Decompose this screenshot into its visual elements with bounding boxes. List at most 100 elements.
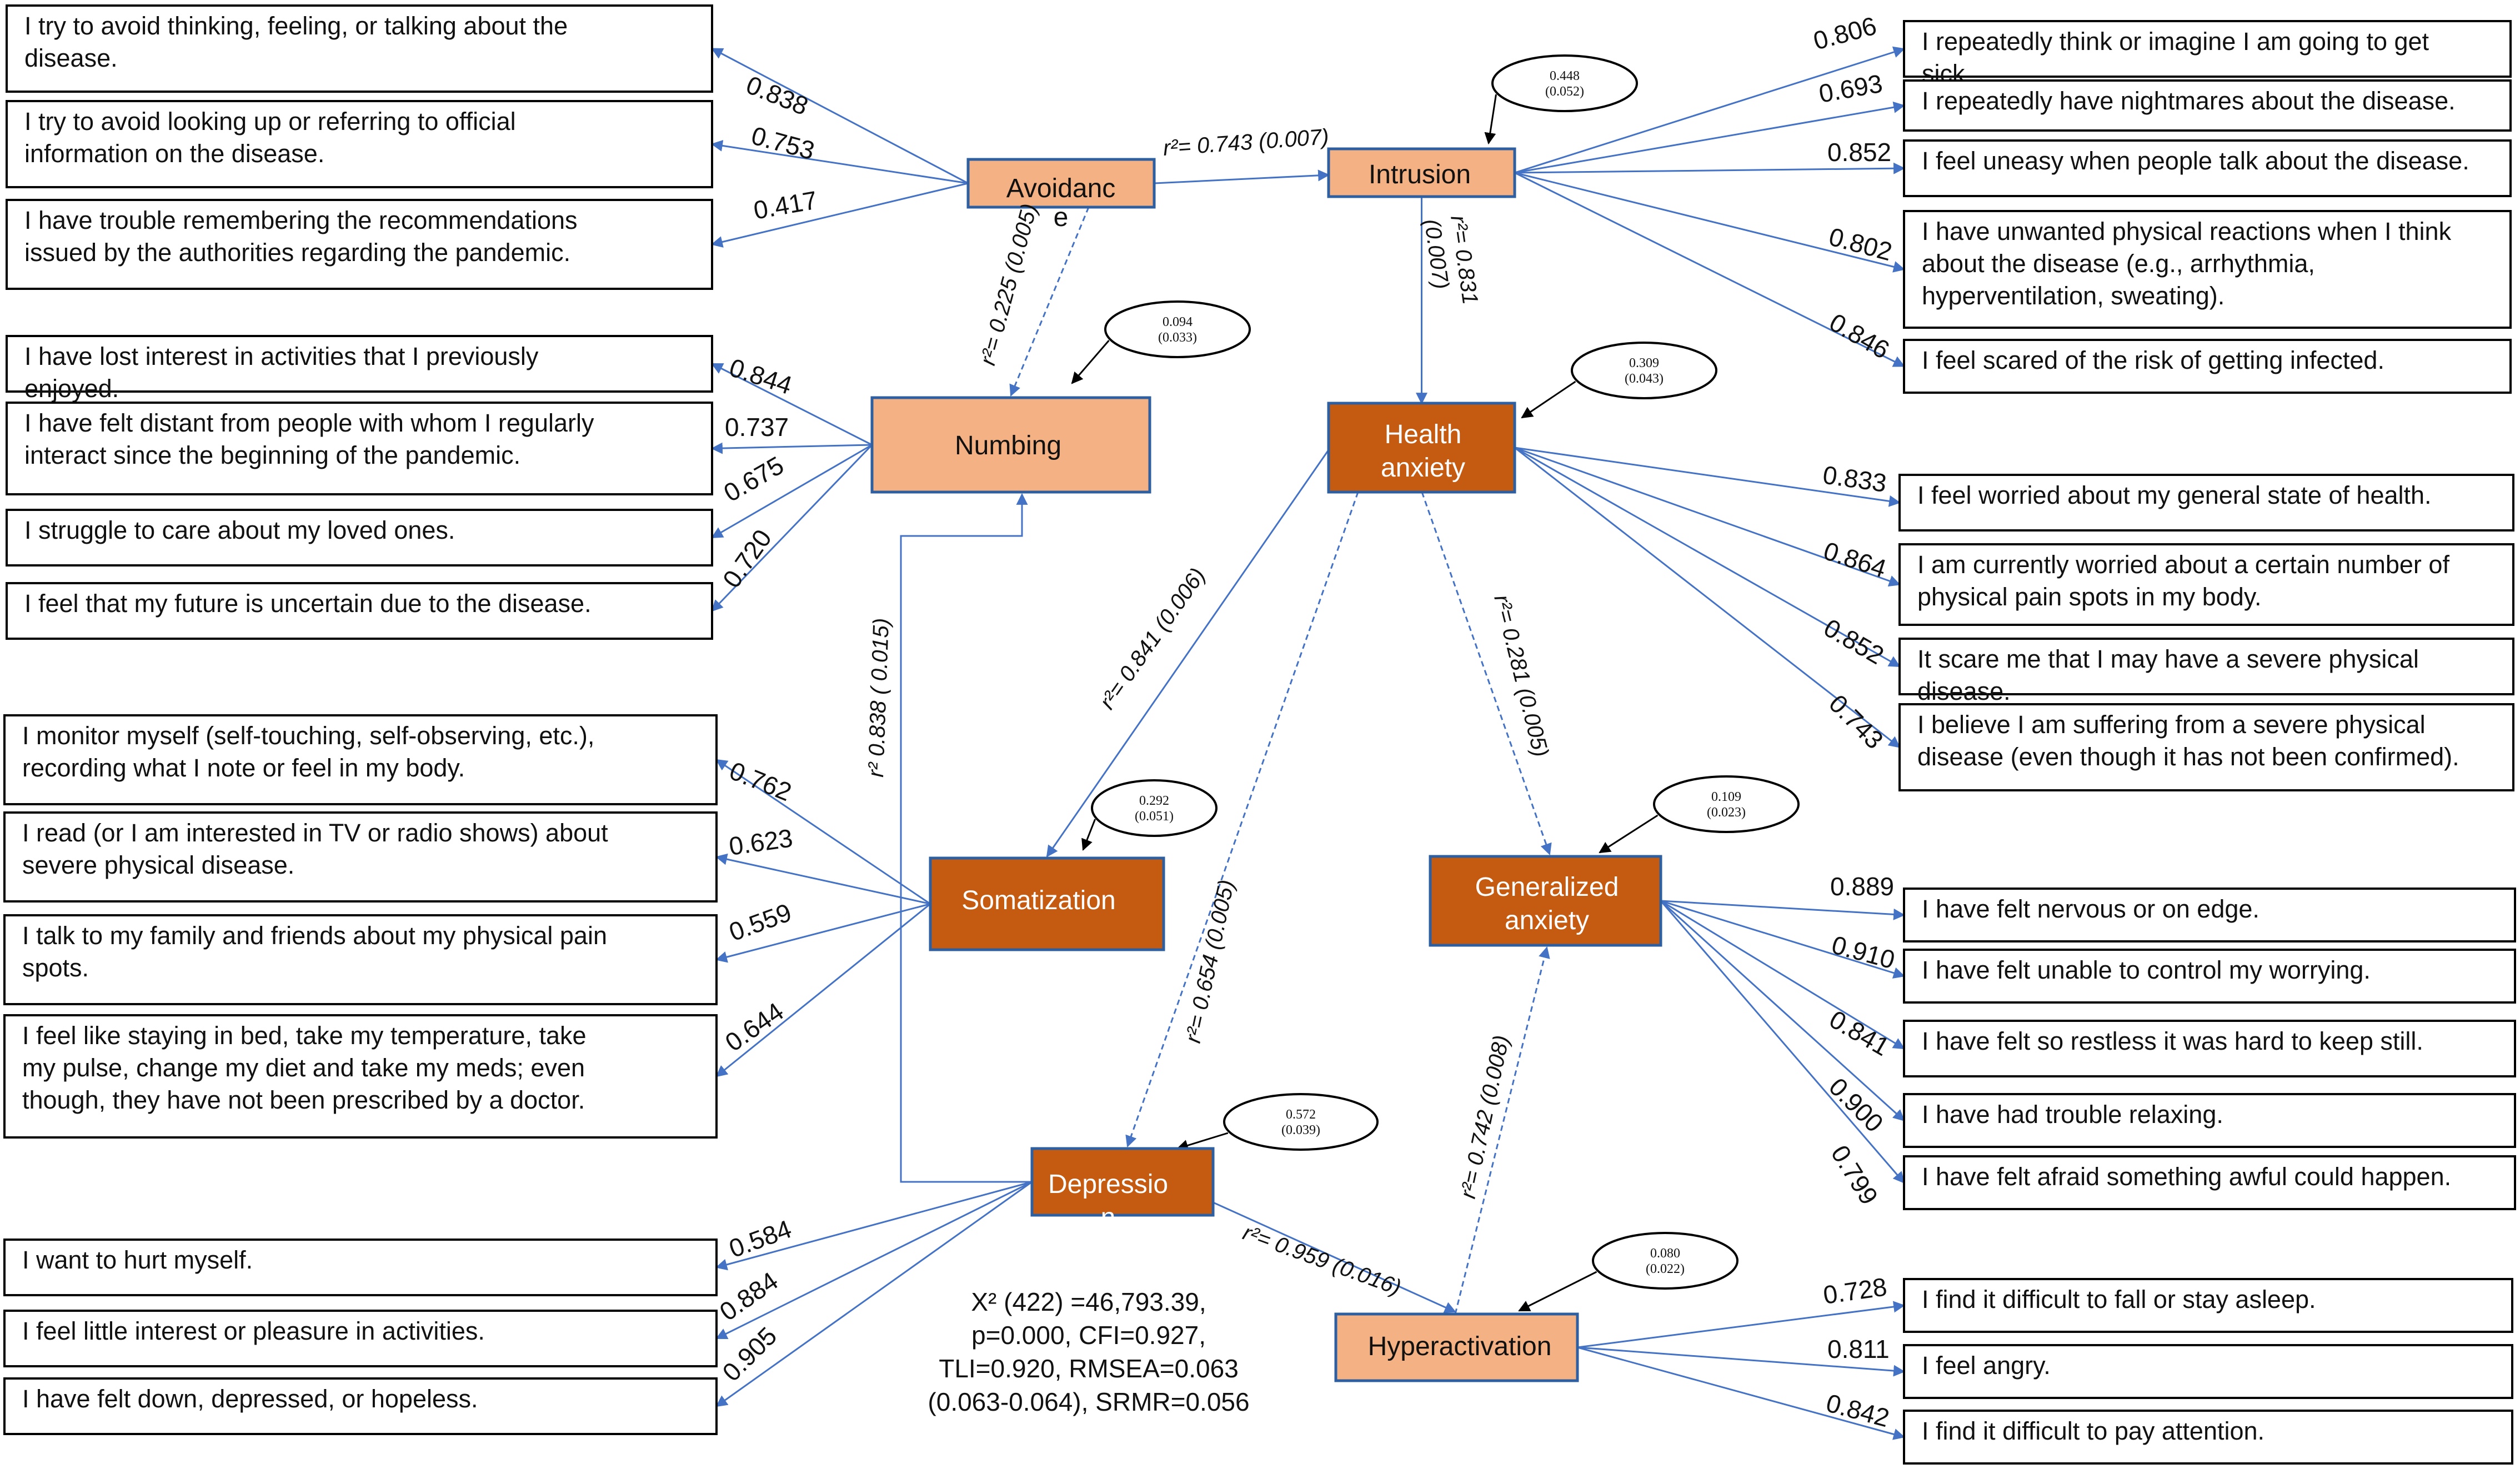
intrusion-item-5-text: I feel scared of the risk of getting inf… bbox=[1922, 346, 2384, 374]
intrusion-item-4-box bbox=[1903, 210, 2512, 329]
intrusion-item-1-arrow bbox=[1514, 46, 1906, 174]
intrusion-item-2-box bbox=[1903, 79, 2512, 132]
somatization-item-3-text: I talk to my family and friends about my… bbox=[22, 921, 607, 982]
avoidance-item-3-loading: 0.417 bbox=[752, 185, 819, 225]
generalized_anxiety-item-5-loading: 0.799 bbox=[1826, 1140, 1884, 1210]
path-label-intrusion-health: r²= 0.831(0.007) bbox=[1420, 214, 1483, 309]
depression-item-1-arrow bbox=[715, 1181, 1033, 1271]
depression-item-1-box bbox=[3, 1239, 718, 1296]
intrusion-item-4-text: I have unwanted physical reactions when … bbox=[1922, 217, 2452, 310]
somatization-item-3-arrow bbox=[715, 903, 931, 963]
intrusion-error-arrow bbox=[1484, 94, 1497, 145]
generalized_anxiety-error-arrow bbox=[1599, 814, 1659, 854]
intrusion-factor-label: Intrusion bbox=[1369, 160, 1471, 189]
intrusion-item-5-arrow bbox=[1514, 172, 1905, 367]
hyperactivation-item-1-box bbox=[1903, 1278, 2513, 1333]
numbing-error-text: 0.094(0.033) bbox=[1158, 315, 1197, 345]
somatization-item-2-text: I read (or I am interested in TV or radi… bbox=[22, 819, 608, 879]
depression-item-3-loading: 0.905 bbox=[717, 1321, 782, 1387]
avoidance-item-1-box bbox=[6, 4, 713, 93]
path-label-health-generalized: r²= 0.281 (0.005) bbox=[1489, 593, 1553, 760]
somatization-item-3-loading: 0.559 bbox=[725, 898, 795, 946]
generalized_anxiety-item-4-arrow bbox=[1660, 900, 1905, 1121]
health_anxiety-item-3-arrow bbox=[1514, 447, 1901, 668]
path-depression-numbing bbox=[900, 493, 1032, 1183]
hyperactivation-item-1-arrow bbox=[1577, 1301, 1906, 1348]
avoidance-item-3-text: I have trouble remembering the recommend… bbox=[24, 206, 578, 267]
avoidance-item-3-box bbox=[6, 199, 713, 290]
somatization-error-ellipse bbox=[1091, 779, 1218, 837]
numbing-item-4-text: I feel that my future is uncertain due t… bbox=[24, 589, 592, 618]
health_anxiety-item-2-loading: 0.864 bbox=[1820, 536, 1890, 583]
generalized_anxiety-item-1-loading: 0.889 bbox=[1830, 872, 1894, 901]
health_anxiety-item-1-text: I feel worried about my general state of… bbox=[1917, 481, 2432, 509]
numbing-item-1-box bbox=[6, 335, 713, 393]
health_anxiety-item-4-arrow bbox=[1514, 447, 1901, 748]
somatization-item-1-loading: 0.762 bbox=[725, 756, 795, 806]
health_anxiety-item-2-box bbox=[1898, 543, 2514, 626]
numbing-item-4-box bbox=[6, 582, 713, 640]
generalized_anxiety-item-1-text: I have felt nervous or on edge. bbox=[1922, 895, 2260, 923]
numbing-item-3-box bbox=[6, 509, 713, 566]
numbing-item-1-arrow bbox=[711, 363, 873, 446]
health_anxiety-item-3-text: It scare me that I may have a severe phy… bbox=[1917, 645, 2419, 705]
intrusion-item-1-text: I repeatedly think or imagine I am going… bbox=[1922, 27, 2429, 88]
somatization-item-1-text: I monitor myself (self-touching, self-ob… bbox=[22, 721, 594, 782]
health_anxiety-item-3-loading: 0.852 bbox=[1819, 613, 1889, 670]
generalized_anxiety-item-5-box bbox=[1903, 1155, 2516, 1210]
health_anxiety-factor-box bbox=[1327, 402, 1516, 494]
intrusion-item-3-text: I feel uneasy when people talk about the… bbox=[1922, 147, 2469, 175]
path-hyperactivation-generalized bbox=[1454, 946, 1550, 1315]
generalized_anxiety-item-3-box bbox=[1903, 1020, 2516, 1077]
path-label-health-somatization: r²= 0.841 (0.006) bbox=[1095, 564, 1210, 714]
hyperactivation-factor-box bbox=[1334, 1312, 1579, 1382]
hyperactivation-item-2-arrow bbox=[1577, 1346, 1906, 1377]
path-label-avoidance-intrusion: r²= 0.743 (0.007) bbox=[1163, 124, 1330, 161]
numbing-item-4-arrow bbox=[711, 444, 873, 612]
intrusion-item-1-loading: 0.806 bbox=[1810, 11, 1880, 56]
health_anxiety-item-4-box bbox=[1898, 703, 2514, 791]
depression-error-ellipse bbox=[1223, 1093, 1379, 1151]
generalized_anxiety-item-1-arrow bbox=[1660, 900, 1906, 920]
hyperactivation-item-3-loading: 0.842 bbox=[1823, 1388, 1892, 1432]
path-health-somatization bbox=[1046, 449, 1330, 858]
somatization-factor-label: Somatization bbox=[961, 886, 1115, 915]
health_anxiety-error-ellipse bbox=[1571, 342, 1717, 399]
somatization-item-4-loading: 0.644 bbox=[720, 997, 789, 1057]
hyperactivation-error-ellipse bbox=[1592, 1232, 1739, 1290]
path-health-generalized bbox=[1421, 492, 1552, 855]
generalized_anxiety-item-4-box bbox=[1903, 1093, 2516, 1148]
path-label-health-depression: r²= 0.654 (0.005) bbox=[1181, 878, 1239, 1045]
somatization-item-4-text: I feel like staying in bed, take my temp… bbox=[22, 1021, 587, 1114]
health_anxiety-item-2-text: I am currently worried about a certain n… bbox=[1917, 550, 2449, 611]
numbing-item-2-loading: 0.737 bbox=[725, 413, 789, 442]
intrusion-item-4-loading: 0.802 bbox=[1826, 222, 1895, 266]
boxes-layer: I try to avoid thinking, feeling, or tal… bbox=[3, 4, 2516, 1465]
generalized_anxiety-error-ellipse bbox=[1653, 775, 1800, 833]
intrusion-item-2-text: I repeatedly have nightmares about the d… bbox=[1922, 87, 2456, 115]
depression-factor-box bbox=[1030, 1147, 1215, 1217]
numbing-item-3-text: I struggle to care about my loved ones. bbox=[24, 516, 455, 544]
health_anxiety-item-3-box bbox=[1898, 638, 2514, 695]
somatization-item-2-arrow bbox=[715, 853, 931, 905]
generalized_anxiety-item-4-text: I have had trouble relaxing. bbox=[1922, 1100, 2223, 1129]
health_anxiety-item-4-loading: 0.743 bbox=[1823, 689, 1889, 754]
numbing-item-2-box bbox=[6, 402, 713, 495]
hyperactivation-error-arrow bbox=[1518, 1271, 1597, 1312]
generalized_anxiety-item-5-arrow bbox=[1660, 900, 1905, 1184]
intrusion-item-3-arrow bbox=[1514, 162, 1906, 174]
avoidance-item-1-loading: 0.838 bbox=[742, 70, 812, 121]
intrusion-error-ellipse bbox=[1491, 54, 1638, 112]
health_anxiety-item-1-arrow bbox=[1514, 447, 1901, 507]
depression-item-3-text: I have felt down, depressed, or hopeless… bbox=[22, 1385, 478, 1413]
generalized_anxiety-item-3-arrow bbox=[1660, 900, 1905, 1050]
avoidance-item-3-arrow bbox=[710, 182, 969, 248]
numbing-factor-box bbox=[870, 396, 1151, 494]
generalized_anxiety-factor-box bbox=[1429, 855, 1662, 947]
somatization-item-1-box bbox=[3, 714, 718, 805]
numbing-item-3-arrow bbox=[711, 444, 873, 539]
